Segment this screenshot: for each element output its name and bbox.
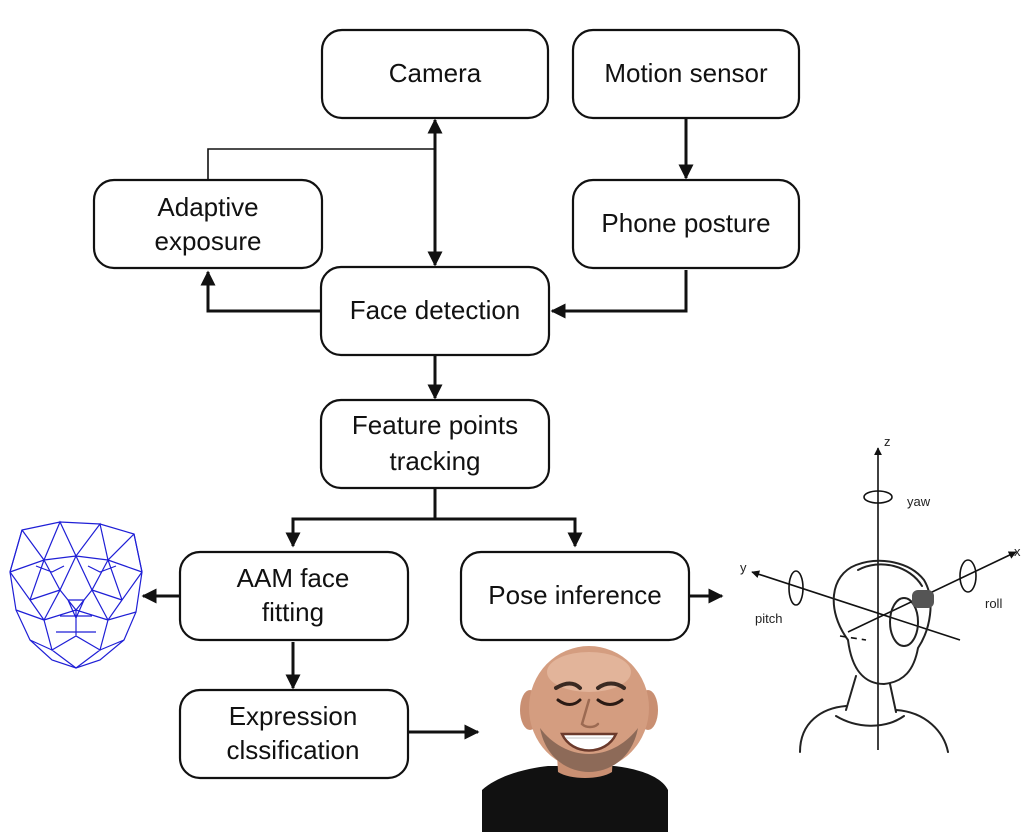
node-feature-points-label-line-2: tracking: [389, 446, 480, 476]
node-motion-sensor: Motion sensor: [571, 28, 801, 120]
node-phone-posture: Phone posture: [571, 178, 801, 270]
node-adaptive-exposure: Adaptive exposure: [92, 178, 324, 270]
node-face-detection: Face detection: [319, 265, 551, 357]
edge-face-detection-adaptive-exposure: [200, 270, 321, 313]
node-pose-inference-label: Pose inference: [488, 580, 661, 610]
node-face-detection-label: Face detection: [350, 295, 521, 325]
axis-pitch-label: pitch: [755, 611, 782, 626]
axis-yaw-label: yaw: [907, 494, 931, 509]
node-aam-face-fitting: AAM face fitting: [178, 550, 410, 642]
axis-roll-label: roll: [985, 596, 1002, 611]
node-camera-label: Camera: [389, 58, 482, 88]
node-motion-sensor-label: Motion sensor: [604, 58, 768, 88]
edge-adaptive-exposure-camera: [207, 148, 435, 180]
edge-feature-points-pose-inference: [435, 517, 583, 548]
axis-y-label: y: [740, 560, 747, 575]
smiling-face-photo: [482, 646, 668, 832]
edges: [141, 118, 724, 740]
edge-feature-points-split: [285, 488, 437, 548]
axis-x-label: x: [1014, 544, 1021, 559]
node-feature-points-tracking: Feature points tracking: [319, 398, 551, 490]
head-pose-sketch: z yaw y pitch x roll: [740, 434, 1021, 753]
node-phone-posture-label: Phone posture: [601, 208, 770, 238]
node-aam-label-line-1: AAM face: [237, 563, 350, 593]
edge-phone-posture-face-detection: [550, 270, 688, 319]
axis-z-label: z: [884, 434, 891, 449]
wireframe-face-mesh: [9, 520, 143, 669]
node-expression-label-line-2: clssification: [227, 735, 360, 765]
node-camera: Camera: [320, 28, 550, 120]
node-adaptive-exposure-label-line-1: Adaptive: [157, 192, 258, 222]
node-adaptive-exposure-label-line-2: exposure: [155, 226, 262, 256]
node-pose-inference: Pose inference: [459, 550, 691, 642]
node-aam-label-line-2: fitting: [262, 597, 324, 627]
node-expression-label-line-1: Expression: [229, 701, 358, 731]
node-expression-classification: Expression clssification: [178, 688, 410, 780]
node-feature-points-label-line-1: Feature points: [352, 410, 518, 440]
